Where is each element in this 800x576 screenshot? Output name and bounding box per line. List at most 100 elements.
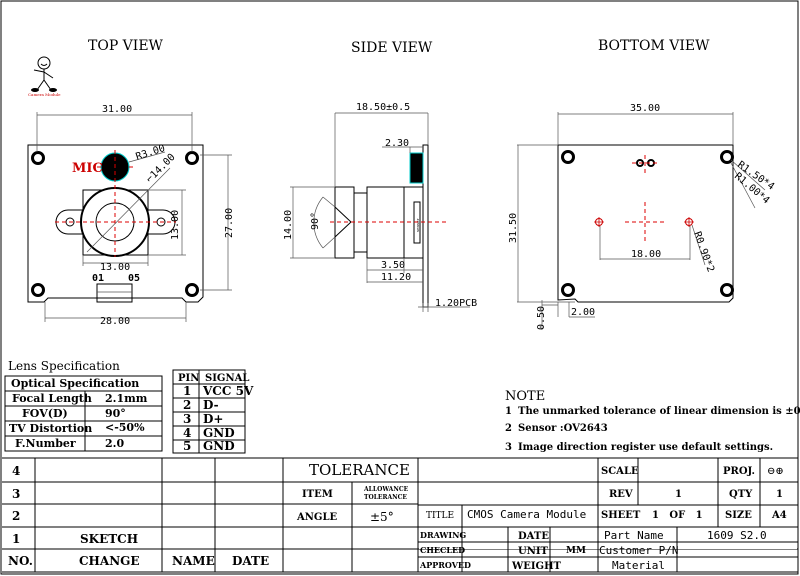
name-header: NAME [172, 554, 215, 568]
tolerance-item: ANGLE [296, 512, 337, 523]
logo-text: Camera Module [28, 92, 61, 97]
side-view: sensor 90° 18.50±0.5 2.30 14.00 3.50 11.… [283, 102, 477, 312]
tolerance-title: TOLERANCE [309, 461, 410, 479]
title-label: TITLE [426, 511, 454, 521]
spec-value: 90° [105, 407, 126, 420]
pin-number: 4 [183, 426, 191, 440]
top-height-dim: 27.00 [224, 208, 235, 238]
side-pcb [422, 144, 429, 308]
revision-change: SKETCH [80, 532, 138, 546]
title-value: CMOS Camera Module [467, 508, 586, 521]
side-mic-block [409, 152, 424, 184]
mount-hole [720, 150, 734, 164]
revision-row-number: 2 [12, 509, 20, 523]
sheet-label: SHEET [601, 510, 641, 521]
top-width-dim: 31.00 [102, 104, 132, 115]
offset-dim: 0.50 [536, 306, 547, 330]
scale-label: SCALE [601, 466, 639, 477]
fov-angle: 90° [310, 212, 321, 230]
size-value: A4 [771, 510, 787, 521]
bottom-pcb-outline [557, 144, 734, 303]
bottom-view-title: BOTTOM VIEW [598, 38, 710, 54]
note-text: Sensor :OV2643 [518, 423, 608, 434]
pin-number: 5 [183, 439, 191, 453]
spec-label: Focal Length [12, 392, 92, 405]
note-number: 2 [505, 423, 512, 434]
note-text: Image direction register use default set… [518, 442, 773, 453]
notes-title: NOTE [505, 389, 545, 404]
qty-label: QTY [729, 489, 753, 500]
size-label: SIZE [725, 510, 752, 521]
lens-spec-title: Lens Specification [8, 359, 120, 373]
sensor-label: sensor [415, 219, 420, 232]
edge-dim: 2.00 [571, 307, 595, 318]
tolerance-value: ±5° [370, 510, 394, 524]
pin-number: 2 [183, 398, 191, 412]
top-view: MIC 01 05 31.00 28.00 27.00 13.00 13.00 … [27, 104, 235, 327]
mount-hole [31, 283, 45, 297]
no-header: NO. [8, 554, 33, 568]
mount-hole [185, 151, 199, 165]
note-number: 1 [505, 406, 512, 417]
pin-signal: D- [203, 398, 219, 412]
pin-end-label: 05 [128, 273, 140, 284]
bottom-height-dim: 31.50 [508, 213, 519, 243]
bottom-width-dim: 35.00 [630, 103, 660, 114]
lens-height-dim: 13.00 [170, 210, 181, 240]
title-block: SCALE PROJ. ⊖⊕ REV 1 QTY 1 TITLE CMOS Ca… [426, 458, 799, 572]
pin-signal: GND [203, 439, 235, 453]
tolerance-header: TOLERANCE [364, 494, 407, 501]
allowance-header: ALLOWANCE [363, 486, 409, 493]
usb-connector [96, 283, 133, 303]
holder-dim: 3.50 [381, 260, 405, 271]
mount-hole [561, 150, 575, 164]
mount-hole [561, 283, 575, 297]
tolerance-item-header: ITEM [302, 489, 333, 500]
spec-value: 2.1mm [105, 392, 148, 405]
mount-hole [31, 151, 45, 165]
revision-row-number: 3 [12, 487, 20, 501]
note-text: The unmarked tolerance of linear dimensi… [518, 406, 800, 417]
spec-label: F.Number [15, 437, 76, 450]
top-bottom-width-dim: 28.00 [100, 316, 130, 327]
revision-row-number: 4 [12, 464, 20, 478]
block-dim: 2.30 [385, 138, 409, 149]
sheet-value: 1 OF 1 [652, 510, 703, 521]
pin-number: 3 [183, 412, 191, 426]
pin-signal: GND [203, 426, 235, 440]
rev-value: 1 [675, 489, 682, 500]
pcb-thickness-dim: 1.20PCB [435, 298, 477, 309]
note-number: 3 [505, 442, 512, 453]
change-header: CHANGE [79, 554, 140, 568]
top-view-title: TOP VIEW [88, 38, 164, 54]
side-length-dim: 18.50±0.5 [356, 102, 410, 113]
revision-block: 4 3 2 1 SKETCH NO. CHANGE NAME DATE TOLE… [2, 457, 798, 573]
pin-number: 1 [183, 384, 191, 398]
spec-label: TV Distortion [9, 422, 92, 435]
mount-hole [185, 283, 199, 297]
qty-value: 1 [776, 489, 783, 500]
hole-spacing-dim: 18.00 [631, 249, 661, 260]
spec-value: 2.0 [105, 437, 124, 450]
rev-label: REV [609, 489, 633, 500]
date-header: DATE [232, 554, 269, 568]
notes: NOTE 1 The unmarked tolerance of linear … [505, 389, 800, 453]
signal-header: SIGNAL [205, 373, 249, 384]
pin-signal: D+ [203, 412, 223, 426]
mount-hole [720, 283, 734, 297]
pin-header: PIN [178, 373, 199, 384]
stick-figure-logo: Camera Module [28, 56, 61, 97]
revision-row-number: 1 [12, 532, 20, 546]
body-dim: 11.20 [381, 272, 411, 283]
side-view-title: SIDE VIEW [351, 40, 433, 56]
pin-table: PIN SIGNAL 1 VCC 5V 2 D- 3 D+ 4 GND 5 GN… [172, 369, 254, 454]
lens-dia-side-dim: 14.00 [283, 210, 294, 240]
spec-label: FOV(D) [22, 407, 68, 420]
pin-start-label: 01 [92, 273, 104, 284]
spec-value: <-50% [105, 421, 145, 434]
pin-signal: VCC 5V [202, 384, 254, 398]
proj-label: PROJ. [723, 466, 755, 477]
lens-spec-header: Optical Specification [11, 377, 139, 390]
